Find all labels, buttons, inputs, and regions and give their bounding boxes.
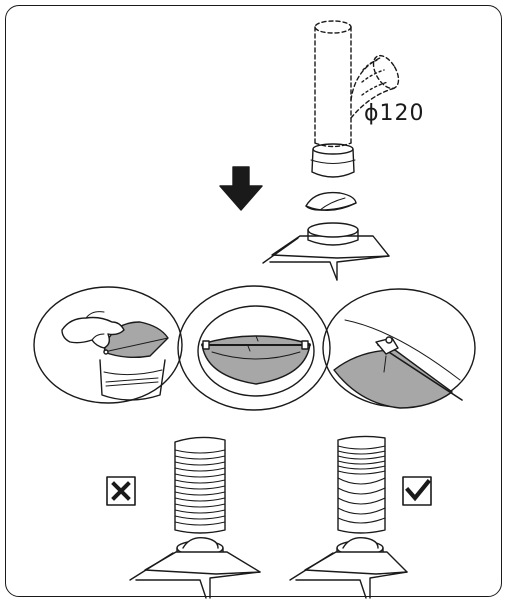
diameter-label: ϕ120 [364,101,425,126]
backflow-flap [305,191,357,211]
duct-pipe-group [314,20,400,148]
hose-wrong [129,436,261,599]
hose-right [289,435,408,599]
instruction-frame [5,5,502,597]
down-arrow-icon [219,166,263,211]
detail-bubble-left [33,286,183,404]
duct-collar [310,143,356,178]
hose-wrong-ribs [174,449,226,526]
check-mark-icon [402,476,432,506]
cooker-hood-top [262,222,390,281]
detail-bubble-right [322,288,476,409]
detail-bubble-center [177,285,331,411]
hose-right-ribs [337,445,386,524]
cross-mark-icon [106,476,136,506]
